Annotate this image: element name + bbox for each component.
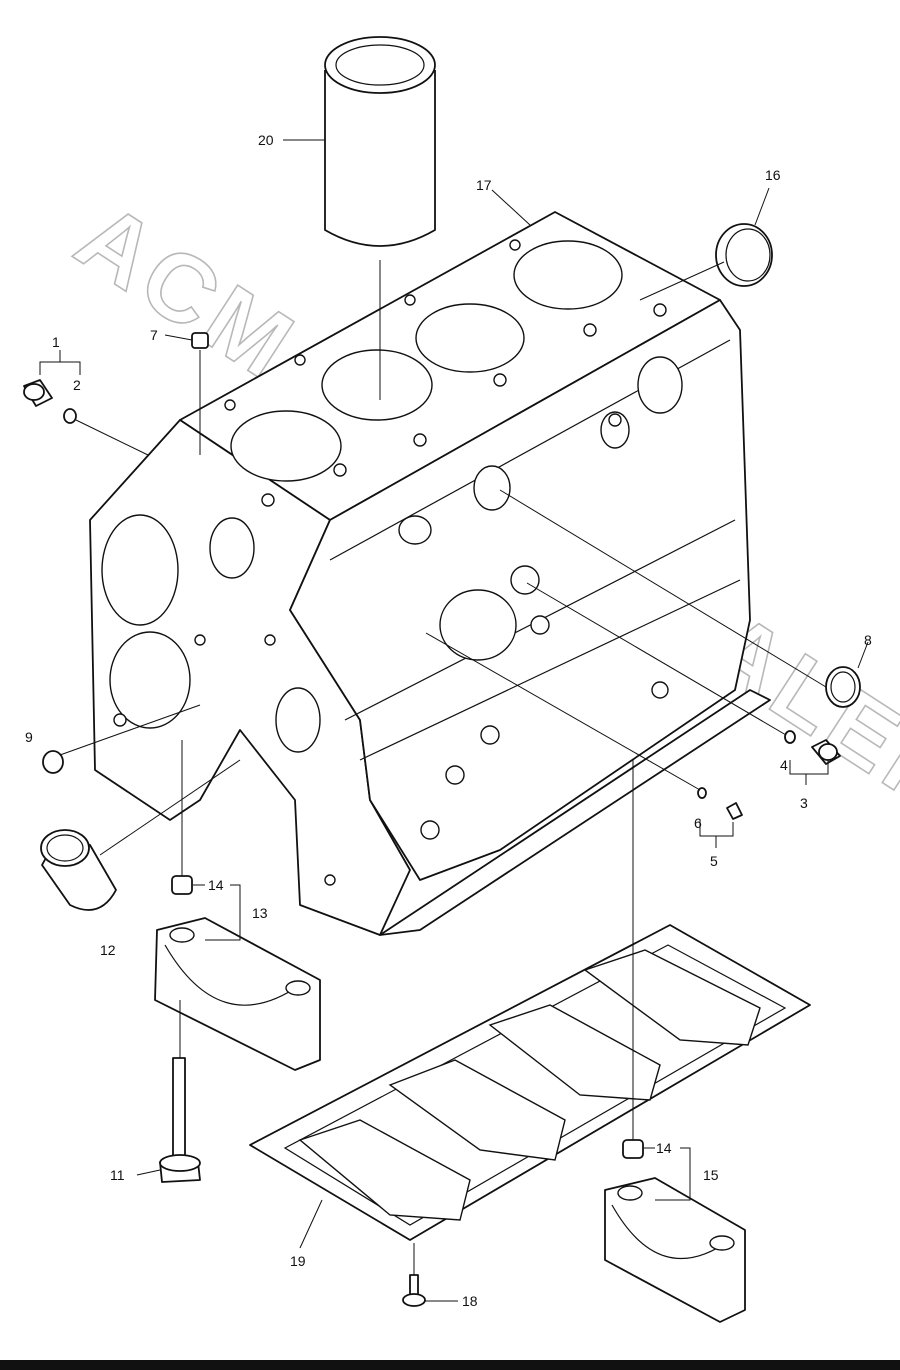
dowel-pin-upper bbox=[171, 875, 193, 895]
callout-14-lower: 14 bbox=[656, 1140, 672, 1156]
seal-ring-right bbox=[825, 666, 861, 708]
callout-5: 5 bbox=[710, 853, 718, 869]
main-bearing-cap-left bbox=[154, 917, 321, 1071]
callout-19: 19 bbox=[290, 1253, 306, 1269]
callout-3: 3 bbox=[800, 795, 808, 811]
plug-bolt-right bbox=[784, 730, 841, 765]
main-bearing-cap-right bbox=[604, 1177, 746, 1323]
callout-1: 1 bbox=[52, 334, 60, 350]
callout-4: 4 bbox=[780, 757, 788, 773]
small-plug-right bbox=[697, 787, 743, 820]
engine-block bbox=[89, 211, 771, 936]
cup-plug bbox=[42, 750, 64, 774]
callout-7: 7 bbox=[150, 327, 158, 343]
callout-8: 8 bbox=[864, 632, 872, 648]
callout-12: 12 bbox=[100, 942, 116, 958]
callout-14-upper: 14 bbox=[208, 877, 224, 893]
plug-cover bbox=[715, 223, 773, 287]
plug-bolt-left bbox=[23, 379, 77, 424]
callout-2: 2 bbox=[73, 377, 81, 393]
frame-bolt bbox=[402, 1274, 426, 1307]
callout-15: 15 bbox=[703, 1167, 719, 1183]
callout-17: 17 bbox=[476, 177, 492, 193]
callout-20: 20 bbox=[258, 132, 274, 148]
callout-16: 16 bbox=[765, 167, 781, 183]
main-bearing-bolt bbox=[159, 1057, 201, 1183]
callout-18: 18 bbox=[462, 1293, 478, 1309]
callout-labels: 20 17 16 1 2 7 8 4 3 6 5 9 12 14 13 11 1… bbox=[25, 132, 872, 1309]
callout-9: 9 bbox=[25, 729, 33, 745]
dowel-pin-lower bbox=[622, 1139, 644, 1159]
callout-13: 13 bbox=[252, 905, 268, 921]
callout-11: 11 bbox=[110, 1167, 125, 1183]
bearing-ladder-frame bbox=[249, 924, 811, 1241]
callout-6: 6 bbox=[694, 815, 702, 831]
small-plug-top bbox=[191, 332, 209, 349]
bushing bbox=[40, 829, 117, 911]
footer-bar bbox=[0, 1360, 900, 1370]
leader-lines bbox=[39, 139, 869, 1302]
cylinder-liner bbox=[324, 36, 436, 247]
